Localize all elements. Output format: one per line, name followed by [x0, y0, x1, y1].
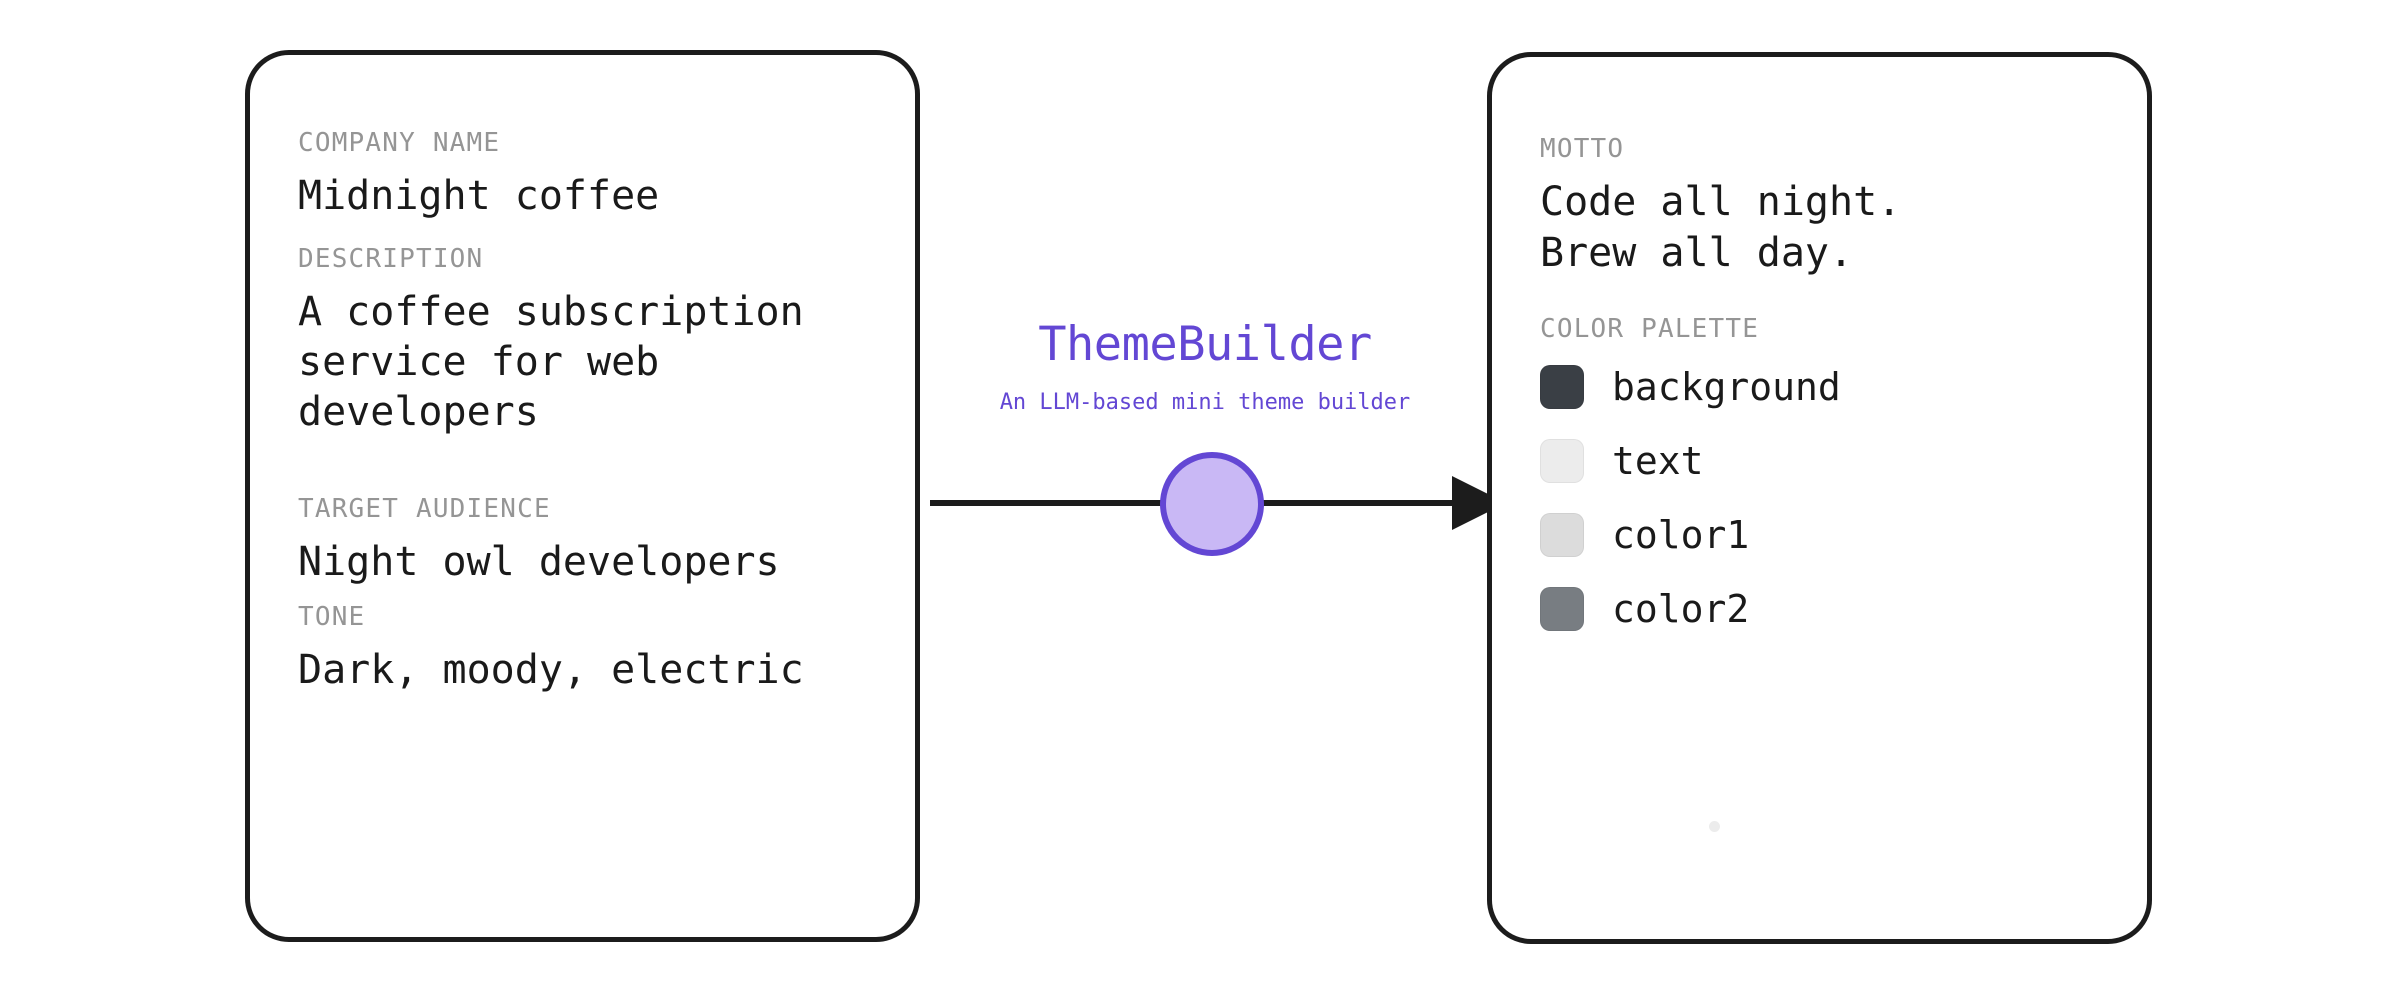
field-value-company-name: Midnight coffee: [298, 172, 660, 219]
swatch-row[interactable]: text: [1540, 438, 2123, 484]
field-label-color-palette: COLOR PALETTE: [1540, 314, 1760, 344]
app-title: ThemeBuilder: [1038, 317, 1372, 372]
loading-dot-icon: [1709, 821, 1720, 832]
color-swatch-icon[interactable]: [1540, 512, 1584, 557]
field-label-target-audience: TARGET AUDIENCE: [298, 494, 551, 524]
swatch-row[interactable]: color2: [1540, 586, 2123, 632]
field-value-tone: Dark, moody, electric: [298, 646, 804, 693]
field-label-description: DESCRIPTION: [298, 244, 484, 274]
swatch-row[interactable]: background: [1540, 364, 2123, 410]
swatch-list: background text color1 color2: [1540, 364, 2123, 632]
field-label-motto: MOTTO: [1540, 134, 1625, 164]
color-palette-section: COLOR PALETTE background text color1: [1540, 315, 2123, 632]
field-company-name: COMPANY NAME Midnight coffee: [298, 129, 885, 221]
field-tone: TONE Dark, moody, electric: [298, 603, 885, 695]
swatch-label: text: [1612, 438, 1704, 483]
input-card-body: COMPANY NAME Midnight coffee DESCRIPTION…: [250, 55, 915, 937]
swatch-row[interactable]: color1: [1540, 512, 2123, 558]
field-value-target-audience: Night owl developers: [298, 538, 780, 585]
color-swatch-icon[interactable]: [1540, 438, 1584, 483]
field-label-tone: TONE: [298, 602, 366, 632]
swatch-label: background: [1612, 364, 1841, 409]
field-value-motto: Code all night. Brew all day.: [1540, 178, 1902, 276]
brand-brief-input-card: COMPANY NAME Midnight coffee DESCRIPTION…: [245, 50, 920, 942]
field-label-company-name: COMPANY NAME: [298, 128, 501, 158]
flow-arrow-group: [930, 452, 1500, 556]
color-swatch-icon[interactable]: [1540, 364, 1584, 409]
field-motto: MOTTO Code all night. Brew all day.: [1540, 135, 2117, 279]
field-target-audience: TARGET AUDIENCE Night owl developers: [298, 495, 885, 587]
process-circle-icon: [1160, 452, 1264, 556]
app-subtitle: An LLM-based mini theme builder: [999, 390, 1411, 415]
swatch-label: color2: [1612, 586, 1750, 631]
generated-theme-output-card: MOTTO Code all night. Brew all day. COLO…: [1487, 52, 2152, 944]
swatch-label: color1: [1612, 512, 1750, 557]
output-card-body: MOTTO Code all night. Brew all day. COLO…: [1492, 57, 2147, 939]
field-description: DESCRIPTION A coffee subscription servic…: [298, 245, 885, 438]
field-value-description: A coffee subscription service for web de…: [298, 288, 804, 436]
color-swatch-icon[interactable]: [1540, 586, 1584, 631]
